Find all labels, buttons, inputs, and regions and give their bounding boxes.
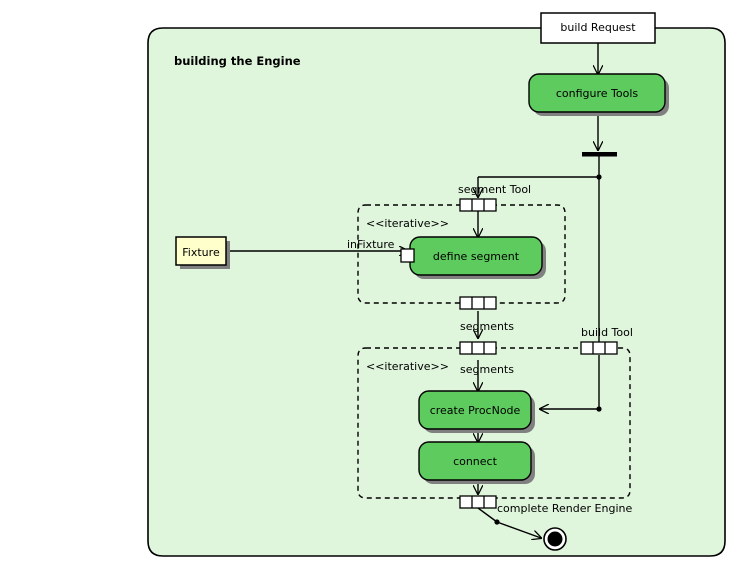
pin-segment-tool-label: segment Tool xyxy=(458,183,532,196)
iterative-region-lower-stereotype: <<iterative>> xyxy=(366,360,449,373)
pin-segment-tool xyxy=(459,198,497,212)
pin-segments-out-label: segments xyxy=(460,320,514,333)
pin-build-tool-label: build Tool xyxy=(581,326,633,339)
node-activity-final[interactable] xyxy=(543,527,567,551)
iterative-region-upper-stereotype: <<iterative>> xyxy=(366,217,449,230)
node-configure-tools[interactable] xyxy=(528,73,669,116)
pin-segments-in xyxy=(459,341,497,355)
iterative-region-lower xyxy=(357,347,631,499)
configure-tools-label: configure Tools xyxy=(555,87,639,100)
partition-title: building the Engine xyxy=(174,54,301,68)
edge-buildtool-to-create-procnode xyxy=(540,355,602,412)
iterative-region-upper xyxy=(357,204,566,304)
edge-fork-to-segment-tool-pin xyxy=(478,174,602,197)
node-fixture[interactable] xyxy=(175,236,230,269)
pin-segments-in-label: segments xyxy=(460,363,514,376)
fixture-label: Fixture xyxy=(182,246,220,259)
node-build-request[interactable] xyxy=(540,12,656,44)
connect-label: connect xyxy=(453,455,497,468)
activity-partition-frame xyxy=(147,27,726,557)
build-request-label: build Request xyxy=(560,21,636,34)
fork-bar xyxy=(582,152,617,157)
node-connect[interactable] xyxy=(418,441,535,484)
pin-build-tool xyxy=(580,341,618,355)
create-procnode-label: create ProcNode xyxy=(429,404,521,417)
edge-in-fixture-label: inFixture xyxy=(347,238,395,251)
pin-in-fixture xyxy=(400,248,415,263)
pin-segments-out xyxy=(459,296,497,310)
pin-complete-render-engine xyxy=(459,495,497,509)
node-define-segment[interactable] xyxy=(409,236,546,279)
edge-complete-pin-to-final-node xyxy=(477,507,541,538)
pin-complete-render-engine-label: complete Render Engine xyxy=(497,502,633,515)
define-segment-label: define segment xyxy=(432,250,520,263)
node-create-procnode[interactable] xyxy=(418,390,535,433)
